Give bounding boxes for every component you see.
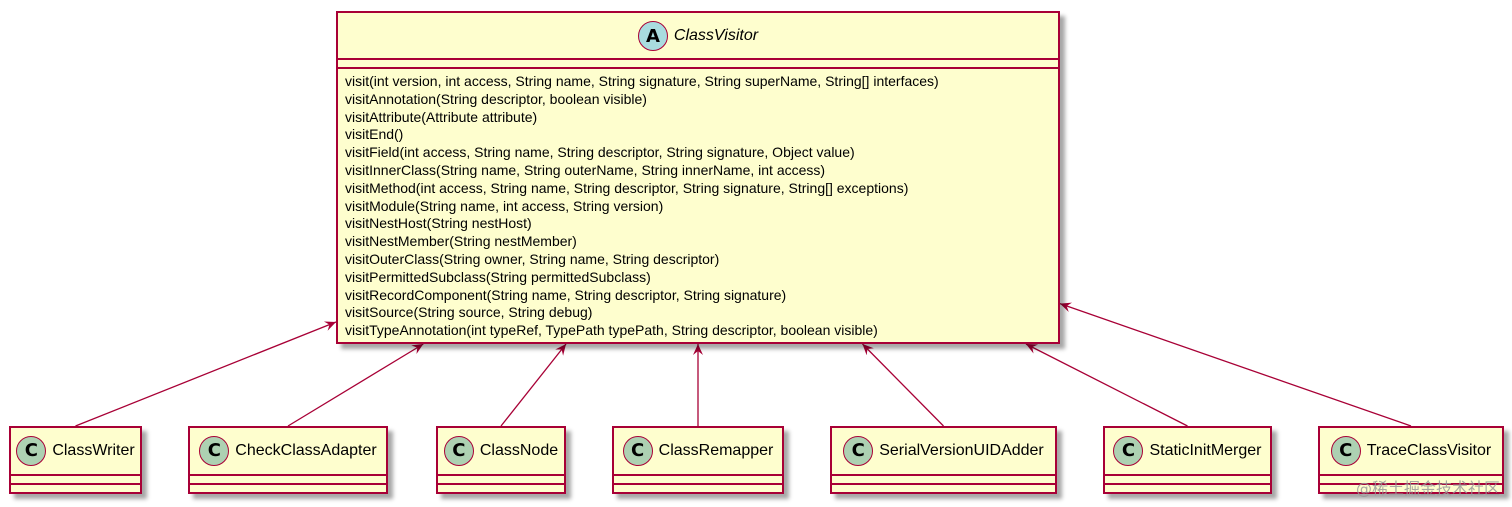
class-visitor-box[interactable]: A ClassVisitor visit(int version, int ac… [336, 11, 1060, 344]
method-item: visitPermittedSubclass(String permittedS… [345, 268, 651, 285]
class-name: ClassNode [479, 441, 559, 459]
class-name: CheckClassAdapter [235, 441, 377, 459]
class-name: StaticInitMerger [1149, 441, 1262, 459]
class-writer-box[interactable]: C ClassWriter [9, 426, 142, 494]
inheritance-arrow [1059, 302, 1412, 427]
abstract-class-icon: A [637, 21, 668, 51]
method-list: visit(int version, int access, String na… [345, 73, 939, 340]
inheritance-arrow [500, 343, 567, 427]
inheritance-arrow [862, 343, 944, 427]
class-icon: C [16, 435, 47, 466]
class-name: SerialVersionUIDAdder [879, 441, 1044, 459]
class-name: ClassRemapper [658, 441, 774, 459]
method-item: visitField(int access, String name, Stri… [345, 144, 855, 161]
method-item: visitTypeAnnotation(int typeRef, TypePat… [345, 322, 878, 339]
method-item: visitNestMember(String nestMember) [345, 233, 577, 250]
serial-version-uid-adder-box[interactable]: C SerialVersionUIDAdder [830, 426, 1057, 494]
inheritance-arrow [75, 321, 337, 427]
check-class-adapter-box[interactable]: C CheckClassAdapter [188, 426, 388, 494]
static-init-merger-box[interactable]: C StaticInitMerger [1103, 426, 1272, 494]
class-icon: C [1330, 435, 1361, 466]
watermark: @稀土掘金技术社区 [1355, 479, 1500, 498]
method-item: visitOuterClass(String owner, String nam… [345, 250, 720, 267]
method-item: visitInnerClass(String name, String oute… [345, 161, 826, 178]
method-item: visitMethod(int access, String name, Str… [345, 179, 909, 196]
class-name: TraceClassVisitor [1366, 441, 1492, 459]
class-remapper-box[interactable]: C ClassRemapper [612, 426, 784, 494]
method-item: visitAttribute(Attribute attribute) [345, 108, 538, 125]
inheritance-arrow [287, 343, 424, 427]
class-node-box[interactable]: C ClassNode [436, 426, 566, 494]
method-item: visitEnd() [345, 126, 404, 143]
class-icon: C [622, 435, 653, 466]
method-item: visitModule(String name, int access, Str… [345, 197, 664, 214]
class-icon: C [199, 435, 230, 466]
class-icon: C [443, 435, 474, 466]
class-icon: C [1113, 435, 1144, 466]
method-item: visitRecordComponent(String name, String… [345, 286, 787, 303]
method-item: visitSource(String source, String debug) [345, 304, 593, 321]
method-item: visitNestHost(String nestHost) [345, 215, 532, 232]
trace-class-visitor-box[interactable]: C TraceClassVisitor [1318, 426, 1504, 494]
class-name: ClassWriter [52, 441, 135, 459]
method-item: visitAnnotation(String descriptor, boole… [345, 90, 647, 107]
inheritance-arrow [1025, 343, 1188, 427]
class-name: ClassVisitor [673, 27, 759, 44]
class-icon: C [843, 435, 874, 466]
method-item: visit(int version, int access, String na… [345, 73, 939, 89]
